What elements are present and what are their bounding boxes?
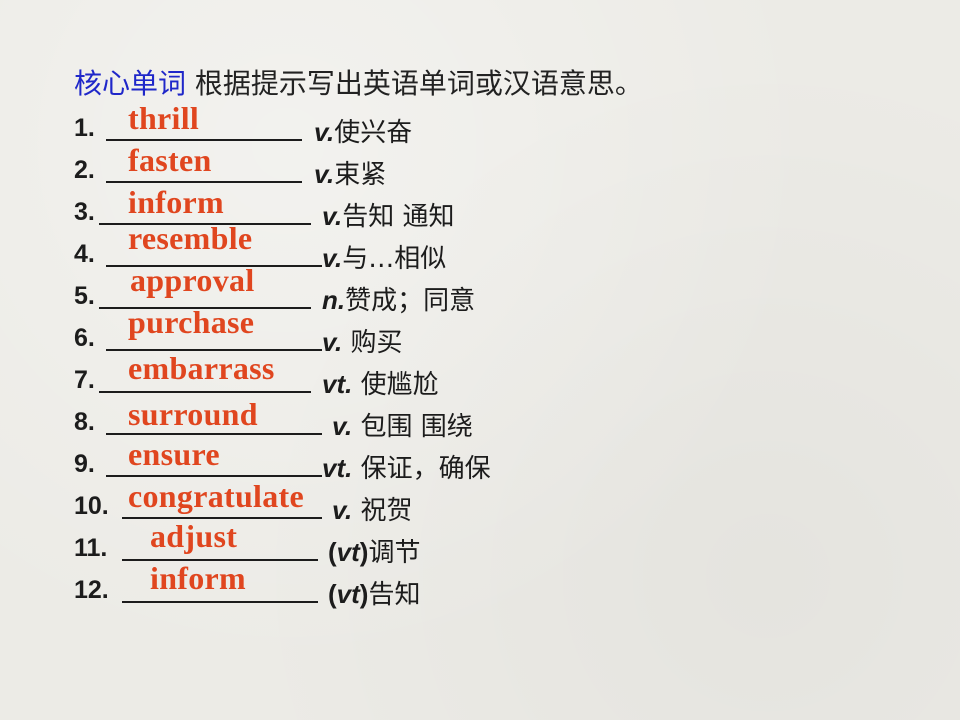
pos-abbr: vt [336,537,360,567]
item-number: 10. [74,492,109,520]
meaning: v.告知 通知 [322,196,455,233]
vocab-row-7: 7. embarrass vt. 使尴尬 [74,350,934,402]
answer-text: purchase [128,304,255,340]
vocab-row-5: 5. approval n.赞成；同意 [74,262,934,318]
vocab-row-9: 9. ensure vt. 保证，确保 [74,436,934,486]
answer-text: resemble [128,220,253,256]
vocab-row-1: 1. thrill v.使兴奋 [74,100,934,150]
pos-abbr: v. [322,327,343,357]
answer-blank [106,433,322,435]
answer-blank [99,391,311,393]
meaning: n.赞成；同意 [322,280,475,317]
item-number: 12. [74,576,109,604]
pos-abbr: v. [332,495,353,525]
meaning: v.束紧 [314,154,386,191]
answer-blank [106,181,302,183]
pos-abbr: v. [322,243,343,273]
answer-blank [122,517,322,519]
vocab-row-12: 12. inform (vt)告知 [74,560,934,612]
answer-blank [122,559,318,561]
vocab-row-3: 3. inform v.告知 通知 [74,184,934,234]
pos-abbr: v. [322,201,343,231]
meaning-text: 购买 [342,328,403,358]
meaning: v.与…相似 [322,238,446,275]
answer-blank [106,475,322,477]
item-number: 9. [74,450,95,478]
answer-text: inform [150,560,247,596]
answer-blank [106,139,302,141]
item-number: 1. [74,114,95,142]
answer-blank [99,307,311,309]
item-number: 3. [74,198,95,226]
pos-abbr: v. [332,411,353,441]
vocab-row-10: 10. congratulate v. 祝贺 [74,478,934,528]
item-number: 5. [74,282,95,310]
meaning-text: 保证，确保 [352,454,491,484]
answer-text: approval [130,262,255,298]
answer-text: congratulate [128,478,305,514]
meaning-text: 使尴尬 [352,370,439,400]
meaning-text: 调节 [368,538,421,568]
answer-text: thrill [128,100,200,136]
meaning-text: 赞成；同意 [345,286,476,316]
pos-abbr: vt. [322,369,353,399]
pos-abbr: v. [314,117,335,147]
meaning-text: 告知 [368,580,421,610]
meaning-text: 包围 围绕 [352,412,473,442]
meaning: v. 祝贺 [332,490,413,527]
answer-blank [106,349,322,351]
pos-abbr: v. [314,159,335,189]
meaning: vt. 使尴尬 [322,364,439,401]
heading: 核心单词 根据提示写出英语单词或汉语意思。 [74,66,643,102]
item-number: 8. [74,408,95,436]
answer-text: inform [128,184,225,220]
item-number: 2. [74,156,95,184]
vocab-row-11: 11. adjust (vt)调节 [74,518,934,570]
meaning: (vt)调节 [328,537,421,568]
answer-blank [99,223,311,225]
heading-instruction: 根据提示写出英语单词或汉语意思。 [186,67,643,100]
answer-text: embarrass [128,350,275,386]
item-number: 4. [74,240,95,268]
meaning-text: 祝贺 [352,496,413,526]
vocab-row-8: 8. surround v. 包围 围绕 [74,396,934,444]
meaning: vt. 保证，确保 [322,448,491,485]
item-number: 6. [74,324,95,352]
heading-label: 核心单词 [74,67,187,100]
vocab-row-4: 4. resemble v.与…相似 [74,220,934,276]
meaning-text: 使兴奋 [334,118,413,148]
meaning: v.使兴奋 [314,112,412,149]
answer-text: adjust [150,518,238,554]
answer-text: surround [128,396,258,432]
meaning: v. 包围 围绕 [332,406,473,443]
answer-blank [106,265,322,267]
pos-abbr: vt. [322,453,353,483]
meaning: (vt)告知 [328,579,421,610]
meaning-text: 告知 通知 [342,202,455,232]
meaning-text: 束紧 [334,160,387,190]
answer-text: fasten [128,142,212,178]
answer-text: ensure [128,436,220,472]
meaning: v. 购买 [322,322,403,359]
item-number: 7. [74,366,95,394]
answer-blank [122,601,318,603]
vocab-row-2: 2. fasten v.束紧 [74,142,934,192]
pos-abbr: vt [336,579,360,609]
vocab-row-6: 6. purchase v. 购买 [74,304,934,360]
meaning-text: 与…相似 [342,244,447,274]
item-number: 11. [74,534,108,562]
pos-abbr: n. [322,285,346,315]
